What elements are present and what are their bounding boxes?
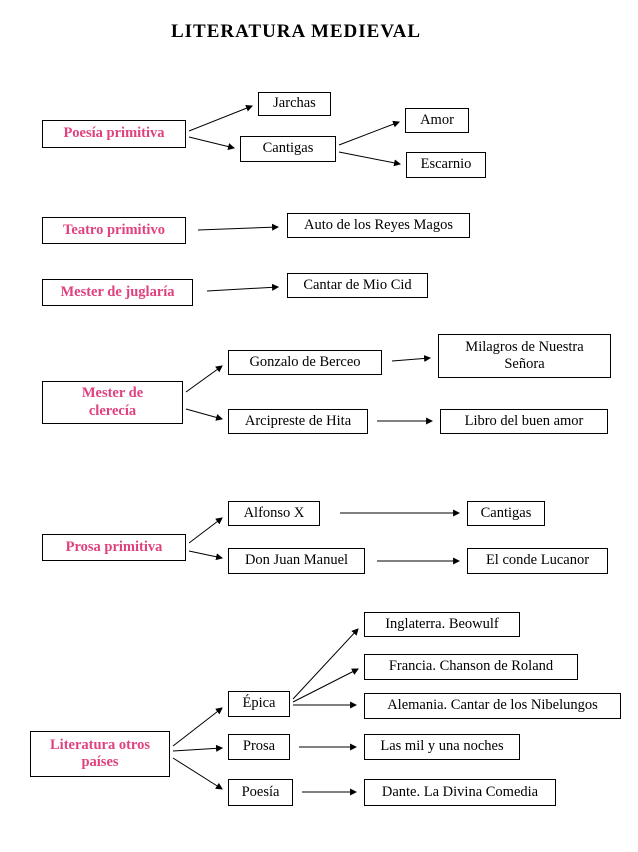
node-prosa-primitiva: Prosa primitiva <box>42 534 186 561</box>
arrow-epica-inglaterra <box>292 628 359 700</box>
diagram-title: LITERATURA MEDIEVAL <box>170 21 422 42</box>
node-inglaterra-beowulf: Inglaterra. Beowulf <box>364 612 520 637</box>
arrow-epica-francia <box>292 668 359 703</box>
arrow-poesia-jarchas <box>188 104 253 132</box>
node-poesia-primitiva: Poesía primitiva <box>42 120 186 148</box>
arrow-otros-epica <box>172 707 223 747</box>
arrow-clerecia-berceo <box>185 365 223 393</box>
node-conde-lucanor: El conde Lucanor <box>467 548 608 574</box>
arrow-poesia-cantigas <box>188 136 236 150</box>
arrow-clerecia-arcipreste <box>185 408 224 421</box>
node-cantar-mio-cid: Cantar de Mio Cid <box>287 273 428 298</box>
arrow-otros-poesia <box>172 757 223 790</box>
node-prosa: Prosa <box>228 734 290 760</box>
node-poesia: Poesía <box>228 779 293 806</box>
node-mester-juglaria: Mester de juglaría <box>42 279 193 306</box>
arrow-prosaprim-alfonso <box>188 517 223 544</box>
node-amor: Amor <box>405 108 469 133</box>
node-libro-buen-amor: Libro del buen amor <box>440 409 608 434</box>
arrow-berceo-milagros <box>391 354 432 362</box>
node-francia-roland: Francia. Chanson de Roland <box>364 654 578 680</box>
node-cantigas-alfonso: Cantigas <box>467 501 545 526</box>
arrow-cantigas-escarnio <box>338 151 402 167</box>
node-mil-y-una-noches: Las mil y una noches <box>364 734 520 760</box>
arrow-juglaria-cid <box>206 283 280 292</box>
node-jarchas: Jarchas <box>258 92 331 116</box>
node-arcipreste-hita: Arcipreste de Hita <box>228 409 368 434</box>
node-escarnio: Escarnio <box>406 152 486 178</box>
node-mester-clerecia: Mester de clerecía <box>42 381 183 424</box>
node-literatura-otros-paises: Literatura otros países <box>30 731 170 777</box>
node-dante-comedia: Dante. La Divina Comedia <box>364 779 556 806</box>
node-cantigas: Cantigas <box>240 136 336 162</box>
node-alemania-nibelungos: Alemania. Cantar de los Nibelungos <box>364 693 621 719</box>
node-don-juan-manuel: Don Juan Manuel <box>228 548 365 574</box>
node-epica: Épica <box>228 691 290 717</box>
arrow-teatro-auto <box>197 223 280 231</box>
arrow-otros-prosa <box>172 744 224 752</box>
node-teatro-primitivo: Teatro primitivo <box>42 217 186 244</box>
node-auto-reyes-magos: Auto de los Reyes Magos <box>287 213 470 238</box>
arrow-cantigas-amor <box>338 120 400 146</box>
node-gonzalo-berceo: Gonzalo de Berceo <box>228 350 382 375</box>
node-alfonso-x: Alfonso X <box>228 501 320 526</box>
node-milagros-senora: Milagros de Nuestra Señora <box>438 334 611 378</box>
arrow-prosaprim-donjuan <box>188 550 224 561</box>
